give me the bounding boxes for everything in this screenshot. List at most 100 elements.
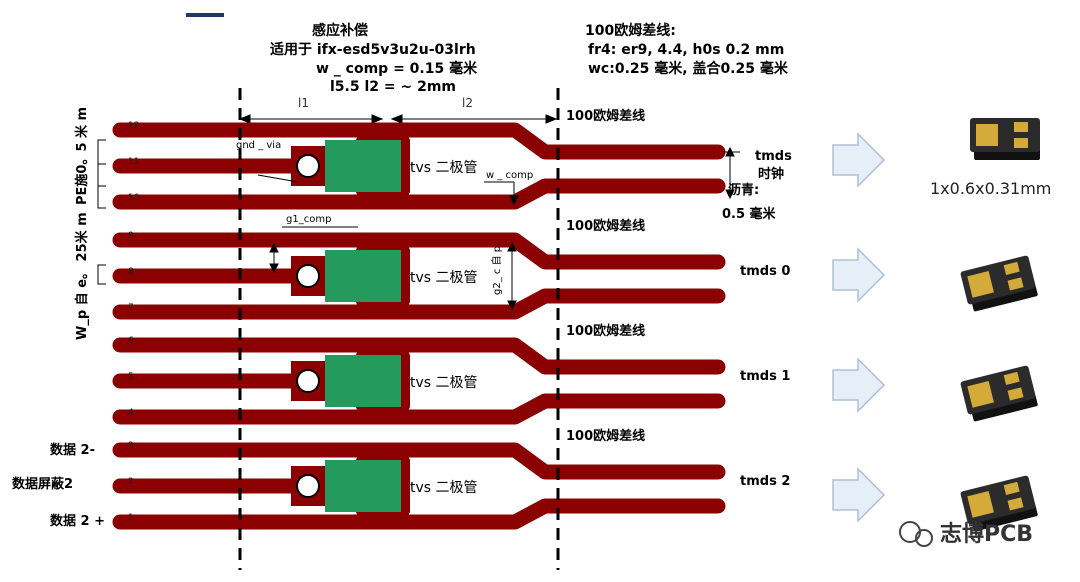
signal-label-data2-minus: 数据 2- — [50, 442, 95, 458]
gnd-via-icon — [296, 474, 320, 498]
chip-pad — [1014, 122, 1028, 132]
pin-number: 11 — [128, 157, 139, 167]
chip-pad — [1003, 371, 1020, 385]
pin-number: 3 — [128, 441, 134, 451]
pin-number: 9 — [128, 231, 134, 241]
signal-label-data2-plus: 数据 2 + — [50, 513, 105, 529]
header-accent-bar — [186, 13, 224, 17]
diff-pair-label: 100欧姆差线 — [566, 428, 645, 444]
chip-pad — [1003, 261, 1020, 275]
trace-upper — [112, 337, 726, 375]
diff-pair-label: 100欧姆差线 — [566, 218, 645, 234]
tmds-label: tmds 0 — [740, 264, 790, 279]
pin-number: 4 — [128, 408, 134, 418]
w-comp-text: w _ comp = 0.15 毫米 — [316, 60, 478, 77]
side-label-spacing: PE施0。5 米 m — [74, 107, 90, 205]
chip-pad — [976, 124, 998, 146]
gnd-via-icon — [296, 369, 320, 393]
pin-number: 2 — [128, 477, 134, 487]
wechat-icon — [915, 529, 933, 547]
gnd-via-icon — [296, 264, 320, 288]
watermark: 志博PCB — [899, 521, 1033, 547]
diff-pair-label: 100欧姆差线 — [566, 323, 645, 339]
block-arrow — [832, 357, 886, 413]
tvs-label: tvs 二极管 — [410, 160, 478, 176]
comp-title: 感应补偿 — [312, 22, 368, 39]
chip-pad — [967, 271, 994, 298]
g2-c-label: g2_ c 自 p — [490, 246, 503, 295]
diff-title: 100欧姆差线: — [585, 22, 676, 39]
pin-number: 8 — [128, 267, 134, 277]
tvs-pad — [325, 250, 401, 302]
gnd-via-label: gnd _ via — [236, 140, 281, 151]
chip-pad — [1007, 497, 1024, 511]
tmds-label: tmds 1 — [740, 369, 790, 384]
tvs-pad — [325, 460, 401, 512]
trace-lower — [112, 178, 726, 210]
trace-lower — [112, 498, 726, 530]
chip-package — [960, 255, 1038, 312]
tvs-label: tvs 二极管 — [410, 375, 478, 391]
pin-number: 10 — [128, 193, 140, 203]
chip-package — [970, 118, 1040, 160]
dim-label-l2: l2 — [462, 96, 473, 110]
arrowhead — [390, 114, 403, 124]
tmds-label: tmds 2 — [740, 474, 790, 489]
gnd-via-leader — [257, 174, 299, 183]
wc-text: wc:0.25 毫米, 盖合0.25 毫米 — [588, 60, 789, 77]
pin-number: 5 — [128, 372, 134, 382]
bracket-spacing — [97, 139, 106, 209]
pin-number: 1 — [128, 513, 134, 523]
chip-pad — [1007, 387, 1024, 401]
fr4-text: fr4: er9, 4.4, h0s 0.2 mm — [588, 42, 784, 58]
block-arrow — [832, 132, 886, 188]
trace-upper — [112, 442, 726, 480]
tvs-label: tvs 二极管 — [410, 270, 478, 286]
watermark-brand: 志博PCB — [940, 521, 1033, 547]
block-arrow — [832, 247, 886, 303]
block-arrow — [832, 467, 886, 523]
tvs-chip-layer — [291, 124, 410, 528]
tvs-pad — [325, 355, 401, 407]
arrowhead — [545, 114, 558, 124]
tvs-label: tvs 二极管 — [410, 480, 478, 496]
l-eq-text: l5.5 l2 = ~ 2mm — [330, 79, 456, 95]
pin-number: 12 — [128, 121, 139, 131]
trace-upper — [112, 122, 726, 160]
dim-label-l1: l1 — [298, 96, 309, 110]
signal-label-data-shield2: 数据屏蔽2 — [12, 476, 73, 492]
arrowhead — [507, 241, 517, 252]
trace-lower — [112, 393, 726, 425]
arrowhead — [371, 114, 384, 124]
trace-lower — [112, 288, 726, 320]
arrowhead — [238, 114, 251, 124]
clock-sub-label: 时钟 — [758, 166, 784, 182]
arrowhead — [725, 189, 735, 200]
arrowhead — [509, 195, 519, 206]
package-layer — [960, 118, 1040, 532]
arrowhead — [269, 263, 279, 274]
bracket-width — [97, 264, 106, 285]
chip-pad — [1014, 138, 1028, 148]
clock-pitch-value: 0.5 毫米 — [722, 206, 777, 222]
trace-upper — [112, 232, 726, 270]
gnd-via-icon — [296, 154, 320, 178]
chip-package — [960, 365, 1038, 422]
arrowhead — [269, 242, 279, 253]
applies-to-text: 适用于 ifx-esd5v3u2u-03lrh — [270, 41, 476, 58]
chip-pad — [1003, 481, 1020, 495]
w-comp-small-label: w _ comp — [486, 170, 533, 181]
chip-pad — [967, 381, 994, 408]
package-dim-label: 1x0.6x0.31mm — [930, 179, 1051, 198]
side-label-width: W_p 自 e。 25米 m — [74, 212, 90, 340]
tvs-pad — [325, 140, 401, 192]
trace-layer — [112, 122, 726, 530]
arrowhead — [507, 300, 517, 311]
g1-comp-label: g1_comp — [286, 214, 331, 225]
pin-number: 6 — [128, 336, 134, 346]
chip-pad — [1007, 277, 1024, 291]
